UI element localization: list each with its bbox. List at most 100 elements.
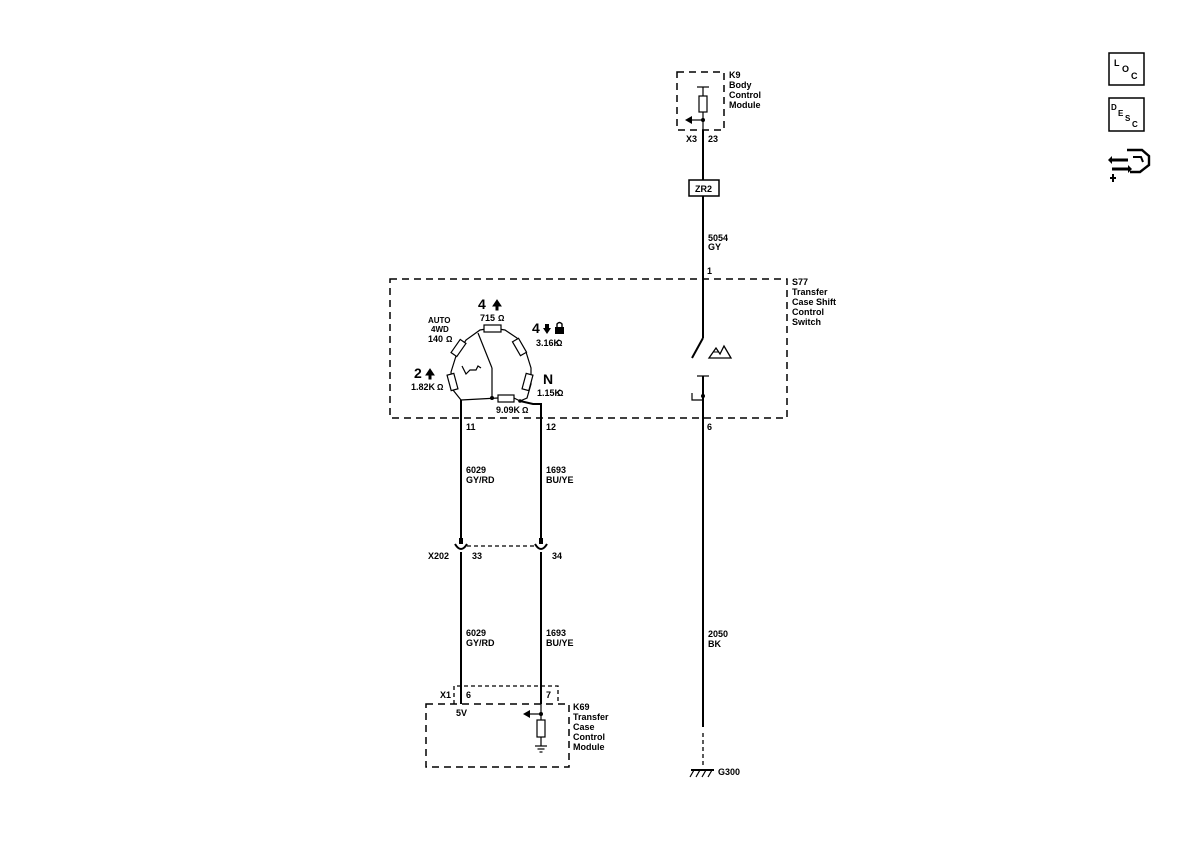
up-arrow-icon (492, 299, 502, 311)
k9-id: K9 (729, 70, 741, 80)
loc-button[interactable]: L O C (1108, 52, 1145, 86)
loc-letter-1: L (1114, 58, 1120, 68)
k9-name-line-3: Module (729, 100, 761, 110)
x202-label: X202 (428, 551, 449, 561)
up-arrow-icon (425, 368, 435, 380)
position-2-high-value: 1.82K (411, 382, 436, 392)
wire-6029-lower-circuit: 6029 (466, 628, 486, 638)
k69-connector-x1 (453, 685, 559, 704)
s77-id: S77 (792, 277, 808, 287)
position-bottom-value: 9.09K (496, 405, 521, 415)
wire-1693-lower-circuit: 1693 (546, 628, 566, 638)
s77-pin-11: 11 (466, 422, 476, 432)
k9-module-boundary (676, 71, 725, 131)
x202-terminal-33 (454, 543, 468, 550)
k69-connector-label: X1 (440, 690, 451, 700)
loc-letter-2: O (1122, 64, 1129, 74)
chassis-ground-icon (535, 745, 547, 753)
lock-icon (555, 321, 564, 334)
k9-pullup-resistor (698, 95, 708, 113)
position-auto-label-2: 4WD (431, 325, 449, 334)
wire-1693-lower-color: BU/YE (546, 638, 574, 648)
input-arrow-icon (523, 710, 530, 718)
desc-letter-3: S (1125, 114, 1131, 123)
x202-terminal-34 (534, 543, 548, 550)
s77-name-line-2: Case Shift (792, 297, 836, 307)
zr2-box: ZR2 (688, 179, 720, 197)
wire-6029-lower-color: GY/RD (466, 638, 495, 648)
desc-letter-1: D (1111, 103, 1117, 112)
wire-5054-circuit: 5054 (708, 233, 728, 243)
position-bottom: 9.09K Ω (496, 405, 529, 415)
zr2-label: ZR2 (695, 184, 712, 194)
position-bottom-unit: Ω (522, 406, 529, 415)
k9-pin-label: 23 (708, 134, 718, 144)
position-auto-label-1: AUTO (428, 316, 451, 325)
k69-transfer-case-control-module: X1 6 7 5V K69 Transfer Case Control Modu… (425, 685, 609, 768)
down-arrow-icon (543, 324, 551, 334)
position-2-high: 2 1.82K Ω (411, 365, 444, 392)
input-arrow-icon (685, 116, 692, 124)
k69-name-line-2: Case (573, 722, 595, 732)
s77-name-line-3: Control (792, 307, 824, 317)
ground-g300: G300 (689, 767, 740, 778)
wire-5054-color: GY (708, 242, 721, 252)
ground-label: G300 (718, 767, 740, 777)
s77-transfer-case-shift-control-switch: S77 Transfer Case Shift Control Switch 1 (389, 266, 836, 432)
wire-6029-upper-circuit: 6029 (466, 465, 486, 475)
position-4-low-value: 3.16K (536, 338, 561, 348)
k9-name-line-1: Body (729, 80, 752, 90)
resistor-auto-4wd (450, 338, 467, 358)
resistor-neutral (521, 372, 534, 392)
s77-switch-boundary (389, 278, 788, 419)
wire-1693-upper-circuit: 1693 (546, 465, 566, 475)
connector-tool-button[interactable] (1108, 148, 1151, 182)
position-4-high-value: 715 (480, 313, 495, 323)
x202-pin-33: 33 (472, 551, 482, 561)
k69-supply-label: 5V (456, 708, 467, 718)
position-neutral-label: N (543, 371, 553, 387)
s77-pin-12: 12 (546, 422, 556, 432)
desc-button[interactable]: D E S C (1108, 97, 1145, 132)
s77-pin-6: 6 (707, 422, 712, 432)
s77-name-line-4: Switch (792, 317, 821, 327)
k69-id: K69 (573, 702, 590, 712)
wire-6029-upper-color: GY/RD (466, 475, 495, 485)
mountain-mode-icon (707, 344, 733, 359)
position-auto-4wd: AUTO 4WD 140 Ω (428, 316, 453, 344)
k9-connector-label: X3 (686, 134, 697, 144)
resistor-2-high (446, 372, 459, 392)
wire-1693-upper-color: BU/YE (546, 475, 574, 485)
position-4-low: 4 3.16K Ω (532, 320, 564, 348)
position-4-high-unit: Ω (498, 314, 505, 323)
k69-name-line-4: Module (573, 742, 605, 752)
position-auto-unit: Ω (446, 335, 453, 344)
position-4-high: 4 715 Ω (478, 296, 505, 323)
desc-letter-2: E (1118, 109, 1124, 118)
variable-signal-icon (461, 365, 482, 376)
s77-pin-1: 1 (707, 266, 712, 276)
s77-name-line-1: Transfer (792, 287, 828, 297)
desc-letter-4: C (1132, 120, 1138, 129)
position-4-low-unit: Ω (556, 339, 563, 348)
wire-2050-color: BK (708, 639, 721, 649)
k69-module-boundary (425, 703, 570, 768)
k9-name-line-2: Control (729, 90, 761, 100)
resistor-bottom (497, 394, 515, 403)
position-neutral-unit: Ω (557, 389, 564, 398)
k69-pulldown-resistor (536, 719, 546, 738)
k9-body-control-module: K9 Body Control Module X3 23 (676, 70, 761, 144)
resistor-4-low (511, 337, 528, 357)
k69-pin-7: 7 (546, 690, 551, 700)
k69-name-line-1: Transfer (573, 712, 609, 722)
x202-pin-34: 34 (552, 551, 562, 561)
position-4-low-label: 4 (532, 320, 540, 336)
contact-ground-icon (691, 393, 705, 401)
position-2-high-label: 2 (414, 365, 422, 381)
x202-inline-connector: X202 33 34 (428, 538, 562, 561)
k69-pin-6: 6 (466, 690, 471, 700)
position-neutral-value: 1.15K (537, 388, 562, 398)
position-neutral: N 1.15K Ω (537, 371, 564, 398)
k69-name-line-3: Control (573, 732, 605, 742)
